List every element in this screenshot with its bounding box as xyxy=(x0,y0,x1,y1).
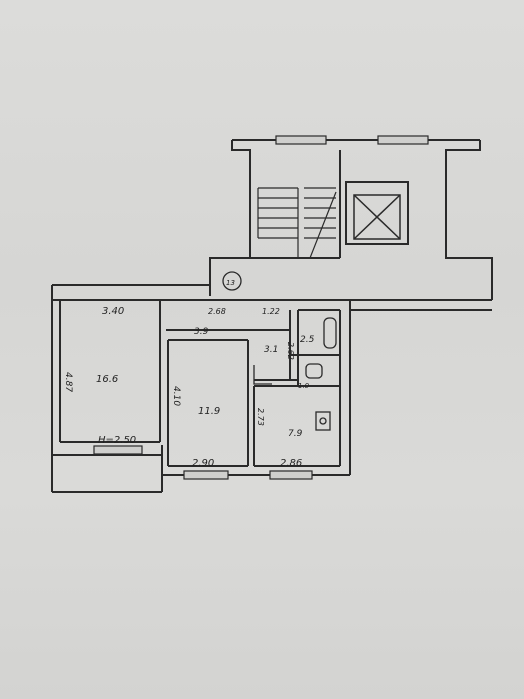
riser-number: 13 xyxy=(226,279,235,287)
area-room6: 2.5 xyxy=(300,335,315,345)
area-room7: 1.0 xyxy=(298,382,310,390)
dim-room3-height: 2.73 xyxy=(256,408,265,426)
fixtures xyxy=(222,271,337,431)
shaft-outer xyxy=(345,181,409,245)
area-room5: 3.1 xyxy=(264,345,278,355)
labels: 3.40 2.68 1.22 3.9 3.1 2.5 1.0 16.6 11.9… xyxy=(63,279,315,469)
area-room4: 3.9 xyxy=(194,327,209,337)
toilet xyxy=(305,363,323,379)
elevator-shaft xyxy=(345,181,409,245)
dim-room1-height: 4.87 xyxy=(63,372,73,392)
dim-top-left: 3.40 xyxy=(102,306,124,317)
dim-top-right: 1.22 xyxy=(262,307,280,316)
window xyxy=(275,135,327,145)
stair-wall-left xyxy=(209,140,251,296)
ceiling-height: H=2.50 xyxy=(98,435,136,446)
stair-wall-right xyxy=(445,140,493,300)
shaft-inner xyxy=(353,194,401,240)
dim-room2-height: 4.10 xyxy=(171,386,181,406)
dim-top-mid: 2.68 xyxy=(208,307,226,316)
window xyxy=(93,445,143,455)
bathtub xyxy=(323,317,337,349)
riser-circle xyxy=(222,271,242,291)
dim-bath-height: 2.62 xyxy=(286,342,295,360)
window xyxy=(183,470,229,480)
area-room2: 11.9 xyxy=(198,406,220,417)
shaft-cross xyxy=(353,194,401,240)
window xyxy=(269,470,313,480)
area-room3: 7.9 xyxy=(288,429,303,439)
window xyxy=(377,135,429,145)
area-room1: 16.6 xyxy=(96,374,118,385)
windows xyxy=(93,135,429,480)
stair-arrow xyxy=(309,191,337,259)
walls xyxy=(51,139,493,493)
stove xyxy=(315,411,331,431)
stove-burner xyxy=(319,417,327,425)
stairs xyxy=(257,187,337,259)
dim-bottom-right: 2.86 xyxy=(280,458,302,469)
door-swing xyxy=(253,365,272,385)
dim-bottom-mid: 2.90 xyxy=(192,458,214,469)
